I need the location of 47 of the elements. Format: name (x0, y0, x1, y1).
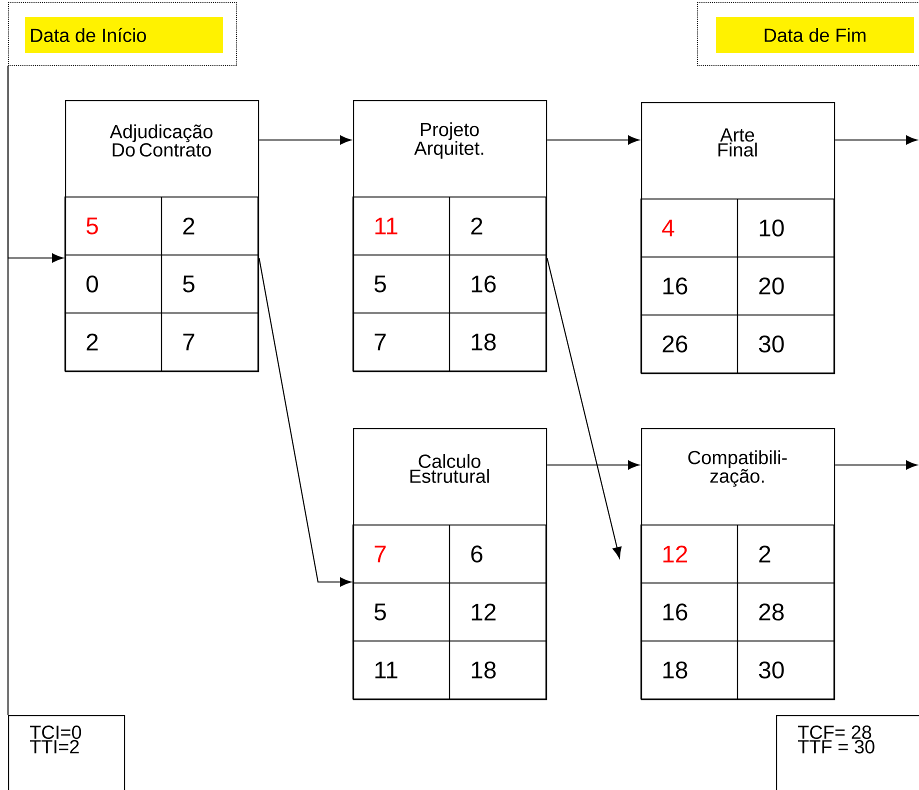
arrow (835, 460, 918, 470)
activity-name: Arte Final (718, 128, 757, 157)
arrow (259, 135, 352, 145)
table-cell: 30 (736, 314, 835, 374)
arrow (546, 258, 622, 558)
arrow (258, 258, 352, 587)
table-cell: 12 (448, 582, 547, 642)
table-cell: 18 (448, 312, 547, 372)
table-cell: 7 (352, 524, 450, 584)
table-cell: 2 (736, 524, 835, 584)
table-cell: 18 (640, 640, 738, 700)
table-cell: 28 (736, 582, 835, 642)
table-cell: 2 (160, 196, 259, 256)
table-cell: 2 (448, 196, 547, 256)
table-cell: 6 (448, 524, 547, 584)
table-cell: 5 (160, 254, 259, 314)
table-cell: 16 (640, 582, 738, 642)
table-cell: 30 (736, 640, 835, 700)
table-cell: 18 (448, 640, 547, 700)
table-cell: 0 (64, 254, 162, 314)
table-cell: 7 (160, 312, 259, 372)
table-cell: 5 (352, 254, 450, 314)
note-box: TCI=0 TTI=2 (8, 715, 126, 790)
note-box: TCF= 28 TTF = 30 (776, 715, 919, 790)
table-cell: 10 (736, 198, 835, 258)
table-cell: 7 (352, 312, 450, 372)
table-cell: 4 (640, 198, 738, 258)
table-cell: 26 (640, 314, 738, 374)
arrow (7, 66, 64, 263)
table-cell: 2 (64, 312, 162, 372)
arrow (547, 135, 640, 145)
table-cell: 12 (640, 524, 738, 584)
activity-name: Calculo Estrutural (410, 454, 489, 483)
table-cell: 5 (64, 196, 162, 256)
date-box: Data de Início (8, 2, 237, 66)
date-box: Data de Fim (697, 2, 919, 66)
table-cell: 16 (448, 254, 547, 314)
table-cell: 20 (736, 256, 835, 316)
table-cell: 5 (352, 582, 450, 642)
activity-name: Compatibili- zação. (688, 450, 787, 487)
table-cell: 11 (352, 640, 450, 700)
table-cell: 11 (352, 196, 450, 256)
arrow (547, 460, 640, 470)
activity-name: Projeto Arquitet. (414, 122, 484, 159)
arrow (835, 135, 918, 145)
table-cell: 16 (640, 256, 738, 316)
activity-name: Adjudicação Do Contrato (110, 124, 212, 157)
